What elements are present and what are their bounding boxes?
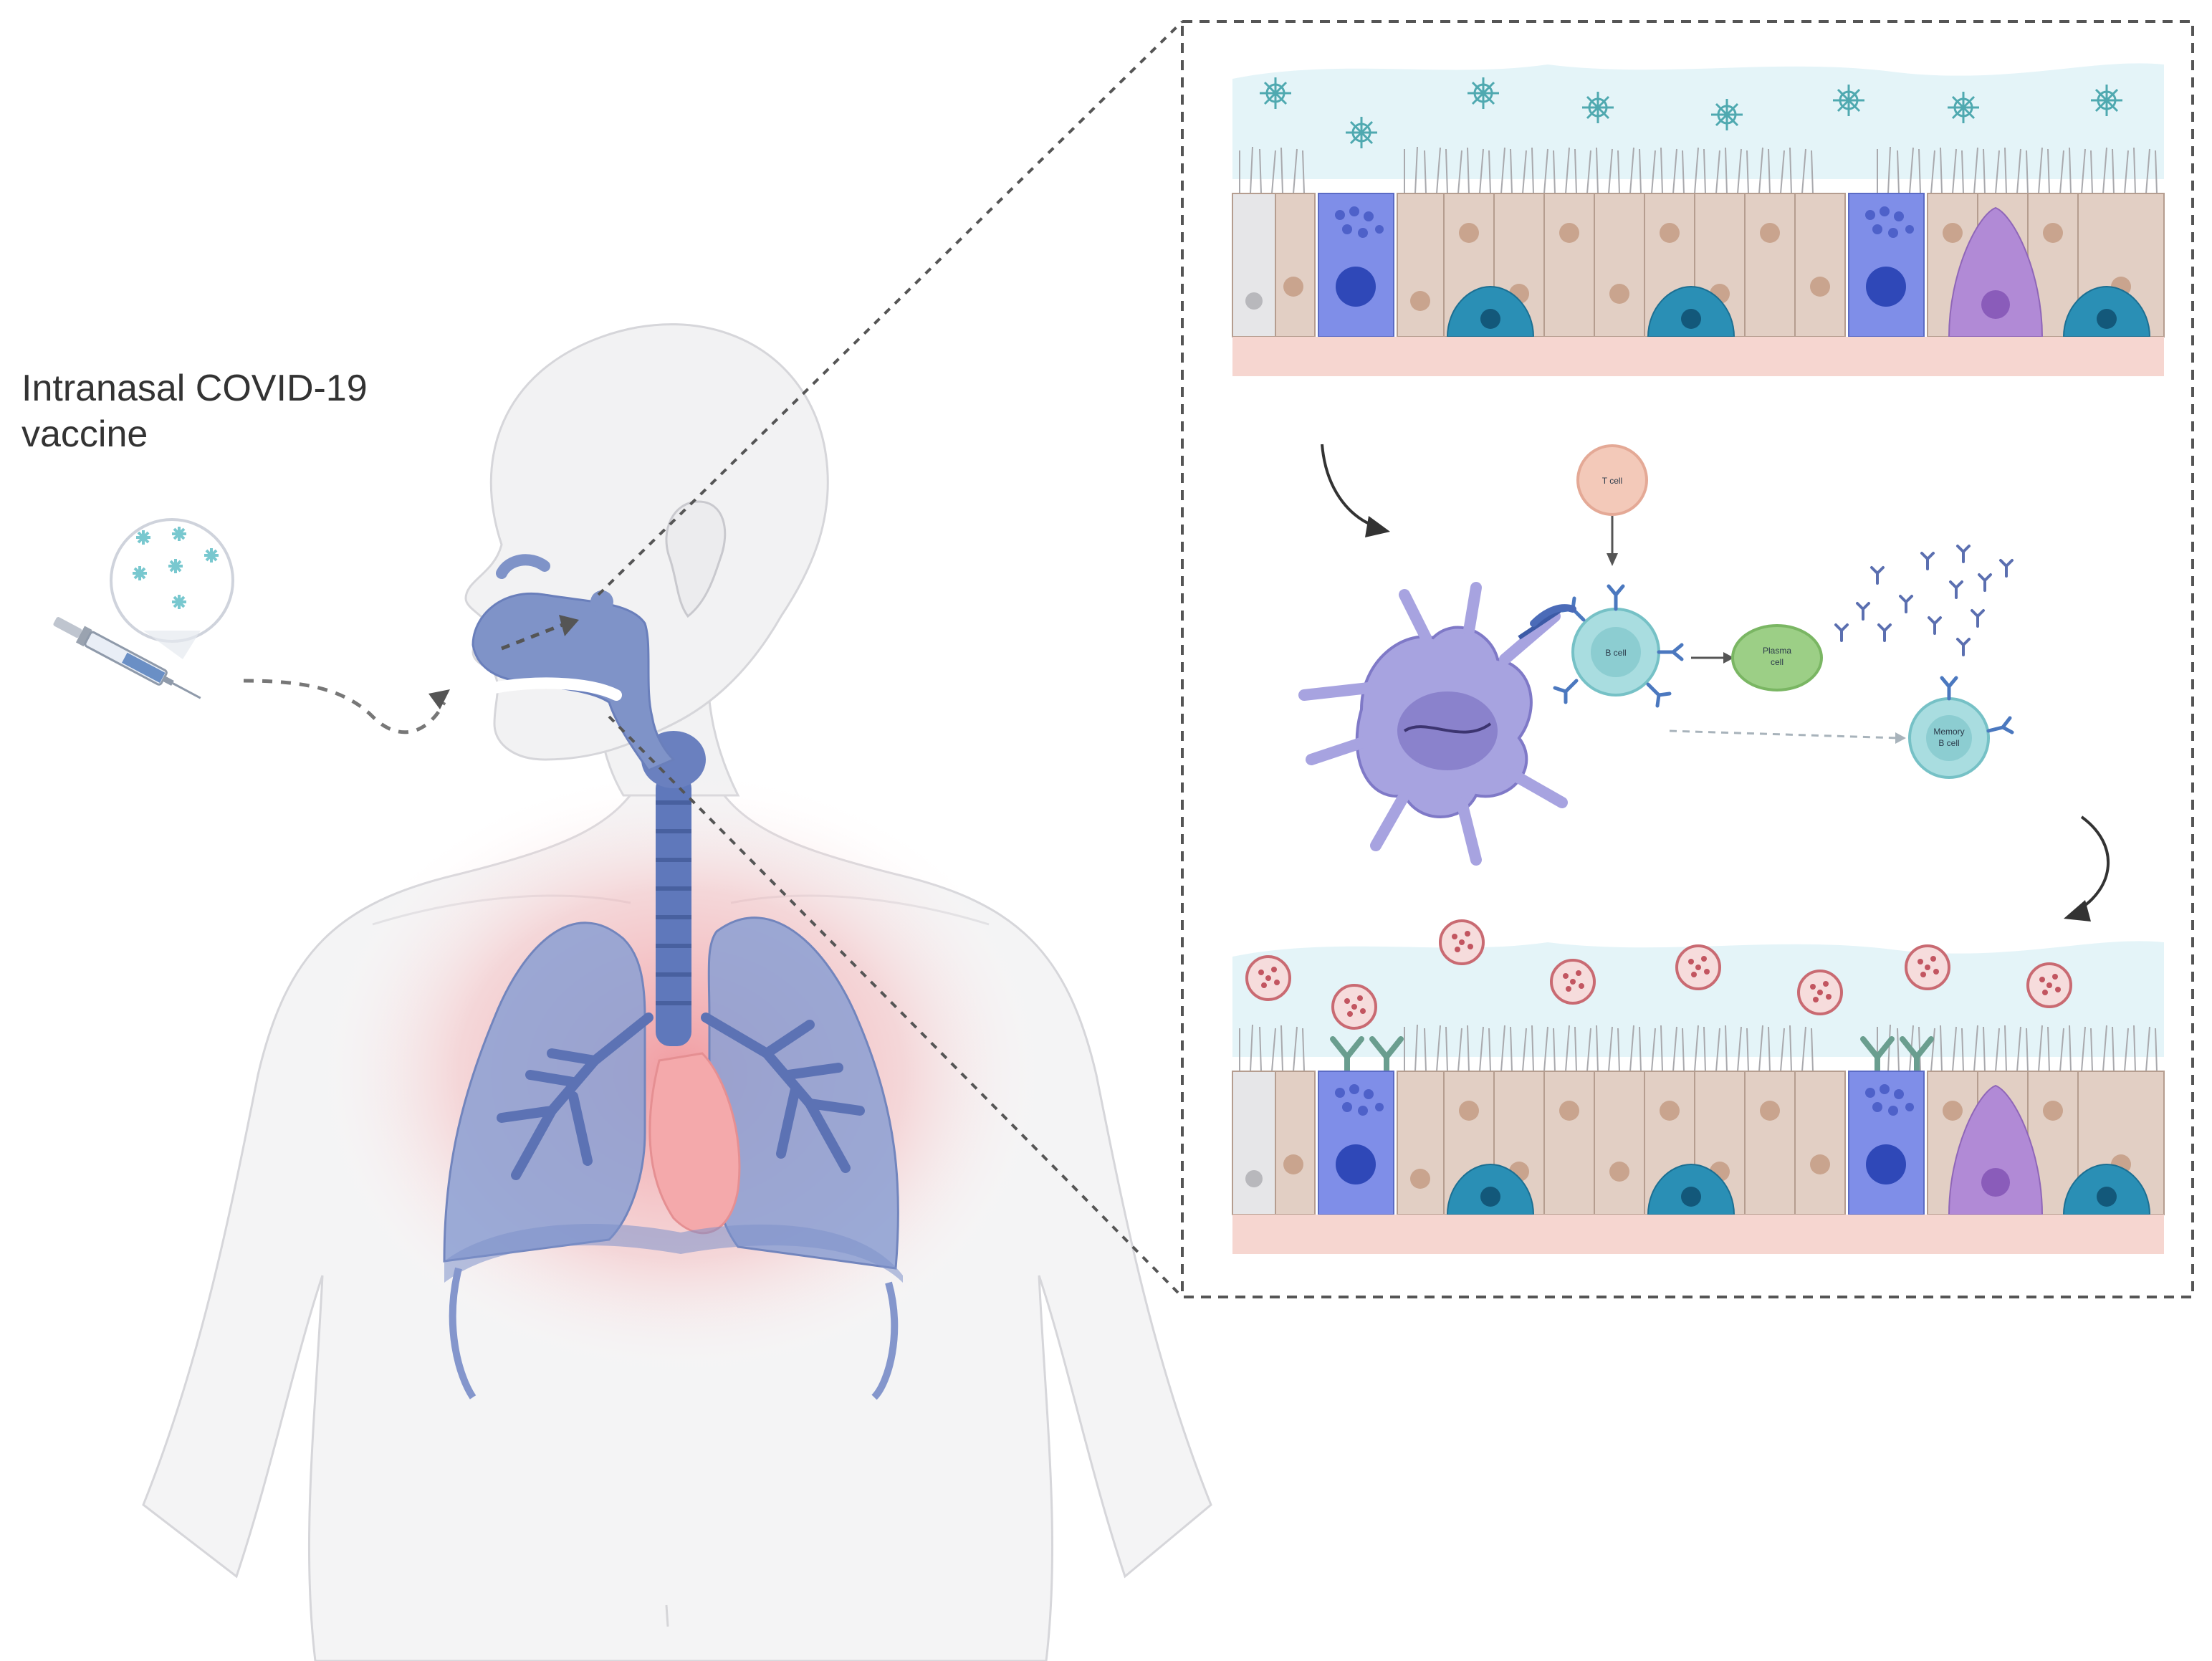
tuft-cell-after [1948,1084,2044,1215]
vaccine-label: Intranasal COVID-19 vaccine [21,365,368,457]
diaphragm [444,1224,903,1283]
nasopharynx-dot [590,590,613,613]
epithelium-before [1232,63,2165,376]
submucosa-after [1232,1215,2164,1254]
syringe-icon [53,617,201,699]
nasal-arrow [501,621,567,651]
b-cell-label: B cell [1605,648,1626,658]
navel [665,1604,669,1627]
memory-b-cell-label-line2: B cell [1938,738,1959,748]
lungs [443,916,903,1400]
vaccine-label-line1: Intranasal COVID-19 [21,368,368,409]
human-body [142,323,1212,1661]
memory-b-cell-label-line1: Memory [1933,727,1964,737]
delivery-path [243,679,446,734]
tuft-cell [1948,206,2044,338]
diaphragm-left [449,1267,477,1399]
flow-arrow-2 [2077,815,2110,911]
plasma-cell-label-line1: Plasma [1763,646,1791,656]
sars-cov-2-viruses [1245,919,2072,1030]
plasma-cell-label-line2: cell [1771,657,1784,667]
plasma-cell: Plasma cell [1731,624,1823,691]
t-cell-label: T cell [1602,476,1622,486]
secreted-antibodies [1834,545,2014,656]
epithelium-after [1232,919,2165,1254]
vaccine-label-line2: vaccine [21,413,148,455]
bronchi [497,1013,865,1180]
vaccine-particles-mucus [1260,77,2122,148]
palate [489,677,622,701]
submucosa [1232,337,2164,376]
mucus-layer [1232,63,2164,179]
dendritic-cell [1298,582,1568,866]
goblet-cell-1-after [1318,1071,1394,1215]
goblet-cell-1 [1318,193,1394,338]
flow-arrowhead-2 [2064,900,2091,922]
ear [665,500,727,618]
b-cell: B cell [1530,584,1684,708]
diaphragm-right [871,1281,899,1400]
flow-arrowhead-1 [1365,516,1390,537]
vaccine-bubble [110,518,234,659]
cilia [1239,146,2158,194]
trachea [641,731,706,1046]
zoom-line-bottom [608,715,1184,1298]
goblet-cell-2 [1848,193,1925,338]
t-cell: T cell [1576,444,1648,566]
basal-nuclei-after [1480,1187,2117,1207]
sinus [496,554,550,579]
immune-response: T cell B cell Plasma cell [1298,444,2110,922]
b-cell-receptors [1553,584,1684,708]
flow-arrow-1 [1321,444,1376,528]
goblet-cell-2-after [1848,1071,1925,1215]
delivery-arrowhead [428,689,450,709]
nasal-arrowhead [559,615,579,636]
memory-b-cell: Memory B cell [1908,676,2014,779]
vaccine-particles [133,527,219,609]
basal-nuclei [1480,309,2117,329]
